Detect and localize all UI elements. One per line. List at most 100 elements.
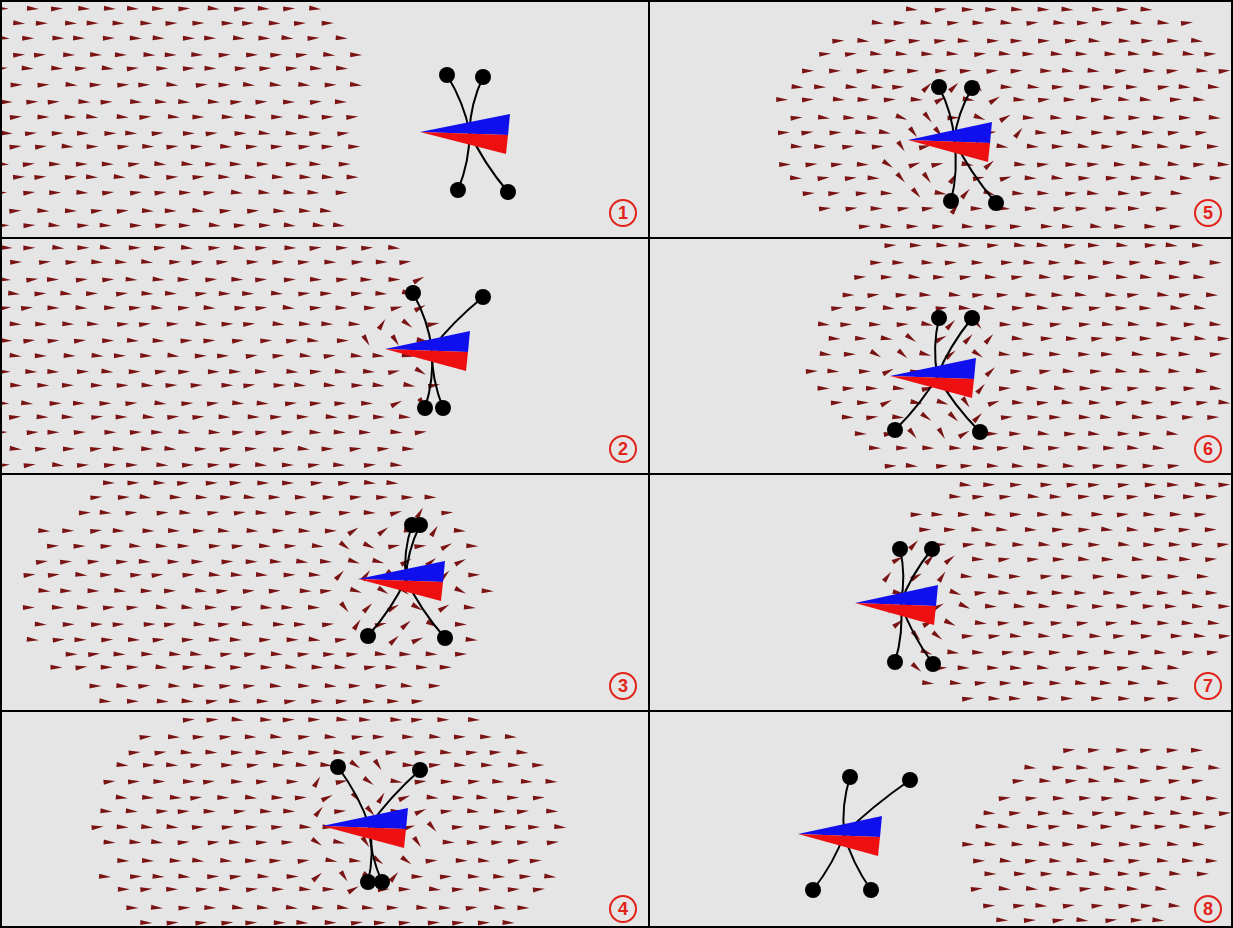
arrow-marker xyxy=(1207,415,1219,420)
arrow-marker xyxy=(1079,796,1091,801)
arrow-marker xyxy=(481,763,493,768)
arrow-marker xyxy=(426,795,438,801)
arrow-marker xyxy=(1128,115,1140,120)
arrow-marker xyxy=(258,190,270,196)
arrow-marker xyxy=(1128,765,1140,771)
agent-figure xyxy=(887,310,988,440)
arrow-marker xyxy=(308,637,320,643)
arrow-marker xyxy=(37,208,49,214)
arrow-marker xyxy=(77,605,89,611)
arrow-marker xyxy=(1193,811,1205,816)
arrow-marker xyxy=(517,905,529,910)
arrow-marker xyxy=(1156,415,1168,420)
arrow-marker xyxy=(324,259,336,264)
arrow-marker xyxy=(91,208,103,214)
arrow-marker xyxy=(1116,305,1128,310)
arrow-marker xyxy=(1063,463,1075,469)
arrow-marker xyxy=(66,652,78,657)
arrow-marker xyxy=(1210,260,1222,265)
arrow-marker xyxy=(791,144,803,150)
arrow-marker xyxy=(1012,542,1024,547)
arrow-marker xyxy=(155,99,167,105)
arrow-marker xyxy=(962,695,974,701)
arrow-marker xyxy=(1027,415,1039,420)
arrow-marker xyxy=(141,382,153,388)
arrow-marker xyxy=(1218,336,1230,341)
arrow-marker xyxy=(1037,665,1049,671)
arrow-marker xyxy=(1049,650,1061,656)
arrow-marker xyxy=(374,920,386,926)
arrow-marker xyxy=(207,400,219,406)
arrow-marker xyxy=(326,414,338,420)
arrow-marker xyxy=(311,871,323,883)
arrow-marker xyxy=(920,20,932,26)
arrow-marker xyxy=(1128,321,1140,327)
arrow-marker xyxy=(101,369,113,375)
arrow-marker xyxy=(1143,463,1155,468)
arrow-marker xyxy=(88,651,100,657)
arrow-marker xyxy=(283,6,295,12)
arrow-marker xyxy=(947,20,959,26)
arrow-marker xyxy=(182,637,194,643)
foot-dot xyxy=(417,400,433,416)
arrow-marker xyxy=(416,665,428,670)
arrow-marker xyxy=(999,51,1011,57)
arrow-marker xyxy=(168,559,180,564)
arrow-marker xyxy=(243,321,255,327)
arrow-marker xyxy=(259,66,271,72)
arrow-marker xyxy=(1038,431,1051,437)
arrow-marker xyxy=(248,414,260,419)
arrow-marker xyxy=(443,840,455,846)
arrow-marker xyxy=(1196,400,1208,406)
arrow-marker xyxy=(1091,512,1103,517)
arrow-marker xyxy=(1156,352,1168,357)
arrow-marker xyxy=(191,144,203,150)
arrow-marker xyxy=(286,905,298,911)
arrow-marker xyxy=(270,683,282,689)
arrow-marker xyxy=(48,222,60,228)
arrow-marker xyxy=(414,749,426,755)
arrow-marker xyxy=(130,572,142,578)
arrow-marker xyxy=(1166,431,1178,437)
arrow-marker xyxy=(1144,695,1156,701)
arrow-marker xyxy=(973,20,985,25)
panel-background xyxy=(0,239,648,473)
arrow-marker xyxy=(1206,292,1218,297)
arrow-marker xyxy=(299,528,311,534)
arrow-marker xyxy=(958,665,970,670)
arrow-marker xyxy=(102,189,115,195)
arrow-marker xyxy=(246,886,258,892)
arrow-marker xyxy=(1119,38,1131,43)
agent-figure xyxy=(358,517,453,646)
arrow-marker xyxy=(282,750,294,755)
arrow-marker xyxy=(312,665,324,670)
arrow-marker xyxy=(818,321,830,327)
arrow-marker xyxy=(117,82,129,88)
arrow-marker xyxy=(206,480,218,485)
arrow-marker xyxy=(870,51,882,57)
arrow-marker xyxy=(973,858,985,863)
arrow-marker xyxy=(156,809,168,814)
arrow-marker xyxy=(1179,292,1191,298)
arrow-marker xyxy=(388,368,401,375)
arrow-marker xyxy=(1141,574,1153,580)
arrow-marker xyxy=(870,260,882,265)
arrow-marker xyxy=(34,291,46,297)
arrow-marker xyxy=(286,130,298,136)
arrow-marker xyxy=(37,114,49,119)
arrow-marker xyxy=(287,874,299,879)
arrow-marker xyxy=(22,36,34,41)
arrow-marker xyxy=(998,556,1011,562)
arrow-marker xyxy=(23,462,35,468)
arrow-marker xyxy=(205,750,217,756)
arrow-marker xyxy=(245,734,257,739)
arrow-marker xyxy=(178,873,190,879)
arrow-marker xyxy=(47,369,59,374)
arrow-marker xyxy=(985,511,997,517)
arrow-marker xyxy=(141,291,153,297)
arrow-marker xyxy=(1035,130,1047,136)
arrow-marker xyxy=(415,778,427,784)
arrow-marker xyxy=(294,382,306,388)
arrow-marker xyxy=(1140,97,1152,103)
arrow-marker xyxy=(1062,400,1074,406)
